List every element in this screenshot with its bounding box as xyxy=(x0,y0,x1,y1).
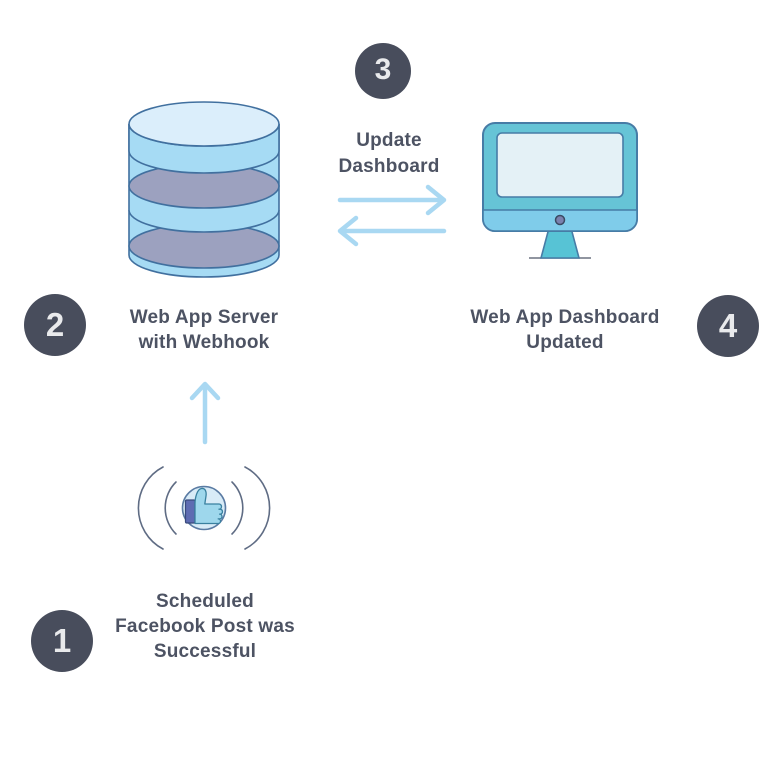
step-1-label: Scheduled Facebook Post was Successful xyxy=(115,591,295,662)
database-band-fill xyxy=(129,210,279,232)
signal-wave-left-inner xyxy=(164,481,177,535)
step-4-label: Web App Dashboard Updated xyxy=(470,307,660,353)
step-3-badge: 3 xyxy=(355,43,411,99)
step-2-badge: 2 xyxy=(24,294,86,356)
monitor-screen xyxy=(496,132,624,198)
step-4-number: 4 xyxy=(718,306,738,344)
step-2-label: Web App Server with Webhook xyxy=(129,307,279,353)
step-4-badge: 4 xyxy=(697,295,759,357)
arrow-right-icon xyxy=(337,184,447,216)
step-3-number: 3 xyxy=(374,53,392,86)
signal-wave-right-inner xyxy=(231,481,244,535)
monitor-camera-dot xyxy=(554,214,566,226)
signal-wave-right-outer xyxy=(244,466,271,550)
thumb-cuff xyxy=(184,499,196,524)
database-icon xyxy=(128,101,280,278)
thumbs-up-icon xyxy=(194,487,224,525)
step-2-number: 2 xyxy=(45,305,65,343)
arrow-left-head xyxy=(337,215,359,247)
monitor-stand xyxy=(539,227,581,259)
database-top-cap xyxy=(128,101,280,147)
arrow-right-head xyxy=(425,184,447,216)
step-1-badge: 1 xyxy=(31,610,93,672)
database-groove-line xyxy=(128,209,280,233)
signal-wave-left-outer xyxy=(137,466,164,550)
arrow-up-head xyxy=(189,381,221,401)
facebook-like-signal-icon xyxy=(137,466,271,550)
arrow-up-icon xyxy=(189,381,221,445)
arrow-left-icon xyxy=(337,215,447,247)
desktop-monitor-icon xyxy=(482,122,638,259)
step-1-number: 1 xyxy=(52,621,72,659)
step-3-label: Update Dashboard xyxy=(338,130,440,177)
